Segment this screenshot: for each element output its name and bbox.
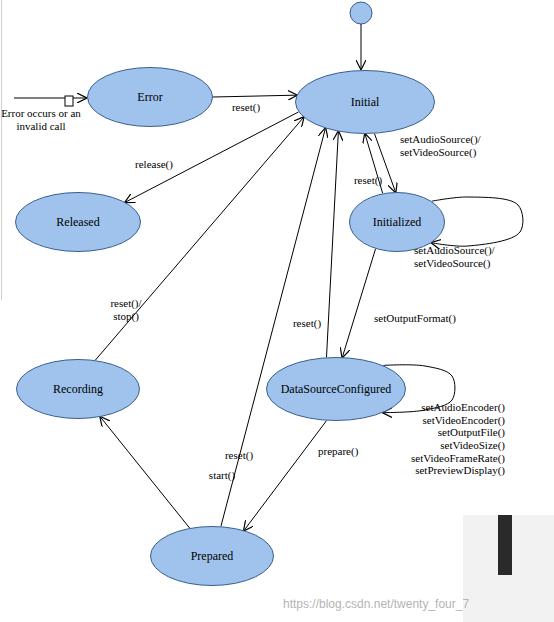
state-name: Prepared xyxy=(191,549,234,564)
transition-label: prepare() xyxy=(318,445,374,458)
state-ellipse: Released xyxy=(15,192,141,252)
state-name: Recording xyxy=(53,382,103,397)
state-name: Initial xyxy=(351,95,380,110)
transition-label: setAudioEncoder() setVideoEncoder() setO… xyxy=(405,401,505,477)
transition-label: reset() xyxy=(349,174,387,187)
transition-arrow xyxy=(213,95,297,97)
start-state xyxy=(350,2,372,24)
state-name: Released xyxy=(56,215,99,230)
transition-label: reset()/ stop() xyxy=(104,297,148,322)
ellipse-shape xyxy=(88,68,213,127)
transition-arrow xyxy=(100,417,189,528)
state-ellipse: DataSourceConfigured xyxy=(266,357,406,421)
state-ellipse: Initial xyxy=(295,70,435,134)
ellipse-shape xyxy=(16,193,141,252)
state-name: Initialized xyxy=(373,215,422,230)
transition-label: start() xyxy=(202,469,242,482)
state-ellipse: Initialized xyxy=(349,192,445,252)
note-label: Error occurs or an invalid call xyxy=(0,107,82,132)
transition-label: reset() xyxy=(287,317,327,330)
state-name: Error xyxy=(137,90,162,105)
state-name: DataSourceConfigured xyxy=(281,382,392,397)
transition-label: setAudioSource()/ setVideoSource() xyxy=(400,133,500,158)
ellipse-shape xyxy=(151,527,274,586)
transition-arrow xyxy=(342,249,375,357)
frame-edge xyxy=(1,0,2,300)
transition-label: setOutputFormat() xyxy=(374,312,484,325)
transition-arrow xyxy=(326,132,338,358)
ellipse-shape xyxy=(17,360,140,419)
transition-label: reset() xyxy=(219,449,259,462)
transition-label: reset() xyxy=(224,101,268,114)
watermark: https://blog.csdn.net/twenty_four_7 xyxy=(283,598,551,612)
state-ellipse: Prepared xyxy=(150,526,274,586)
transition-label: release() xyxy=(126,158,182,171)
transition-label: setAudioSource()/ setVideoSource() xyxy=(414,244,514,269)
video-thumbnail xyxy=(463,515,554,622)
error-entry-arrow xyxy=(14,98,86,99)
transition-arrow xyxy=(432,197,523,246)
ellipse-shape xyxy=(296,71,435,134)
state-ellipse: Error xyxy=(87,67,213,127)
transition-arrow xyxy=(244,421,326,531)
video-thumbnail-band xyxy=(498,515,512,575)
entry-marker xyxy=(65,96,73,106)
ellipse-shape xyxy=(267,358,406,421)
state-ellipse: Recording xyxy=(16,359,140,419)
ellipse-shape xyxy=(350,193,445,252)
start-arrow xyxy=(361,24,362,69)
